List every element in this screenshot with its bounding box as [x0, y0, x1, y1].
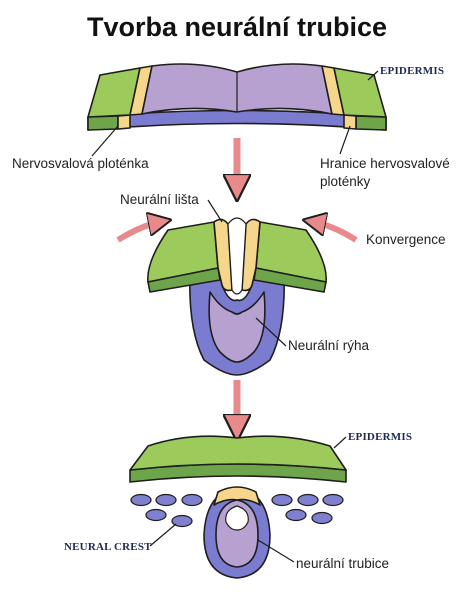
- stage1-bottom-left-green: [87, 115, 119, 131]
- crest-cell: [130, 493, 152, 507]
- label-convergence: Konvergence: [366, 232, 446, 247]
- leader-neural-crest-caps: [149, 523, 177, 547]
- leader-neural-plate: [91, 125, 119, 157]
- label-neural-groove: Neurální rýha: [288, 338, 370, 353]
- label-plate-border-line1: Hranice hervosvalové: [320, 156, 450, 171]
- crest-cell: [311, 511, 333, 525]
- convergence-arrow-right: [314, 222, 358, 243]
- crest-cell: [155, 493, 177, 507]
- stage1-right-epidermis: [333, 67, 387, 118]
- crest-cell: [181, 493, 203, 507]
- stage2-neural-folds: [147, 217, 327, 376]
- crest-cell: [271, 493, 293, 507]
- leader-neural-groove: [255, 317, 287, 347]
- crest-cell: [297, 493, 319, 507]
- label-epidermis-bottom: EPIDERMIS: [348, 431, 412, 443]
- stage1-bottom-right-green: [355, 115, 387, 131]
- crest-cell: [145, 508, 167, 522]
- diagram-title: Tvorba neurální trubice: [87, 12, 387, 42]
- stage2-groove-inner: [208, 291, 266, 363]
- crest-cell: [285, 508, 307, 522]
- leader-plate-border: [339, 125, 351, 155]
- label-neural-plate: Nervosvalová ploténka: [12, 156, 149, 171]
- neural-crest-cells: [130, 493, 344, 528]
- label-neural-crest-caps: NEURAL CREST: [64, 541, 152, 553]
- stage3-neural-tube: [129, 435, 347, 579]
- label-neural-tube: neurální trubice: [296, 556, 389, 571]
- stage3-tube-lumen: [225, 505, 249, 531]
- stage2-groove-gap: [227, 217, 247, 295]
- stage1-bottom-left-yellow: [117, 114, 131, 130]
- label-plate-border-line2: ploténky: [320, 174, 371, 189]
- crest-cell: [322, 493, 344, 507]
- label-neural-crest-fold: Neurální lišta: [120, 192, 199, 207]
- leader-epidermis-top: [367, 70, 379, 81]
- leader-epidermis-bottom: [333, 436, 347, 449]
- stage2-left-green-bottom: [147, 267, 221, 293]
- crest-cell: [171, 514, 193, 528]
- stage1-neural-plate: [87, 63, 387, 131]
- leader-neural-tube: [257, 539, 295, 563]
- label-epidermis-top: EPIDERMIS: [380, 65, 444, 77]
- convergence-arrow-left: [116, 222, 160, 243]
- leader-neural-crest-fold: [207, 199, 223, 223]
- stage2-right-green-bottom: [253, 267, 327, 293]
- stage3-neural-crest-cap: [213, 486, 261, 506]
- stage3-epidermis-top: [129, 435, 347, 471]
